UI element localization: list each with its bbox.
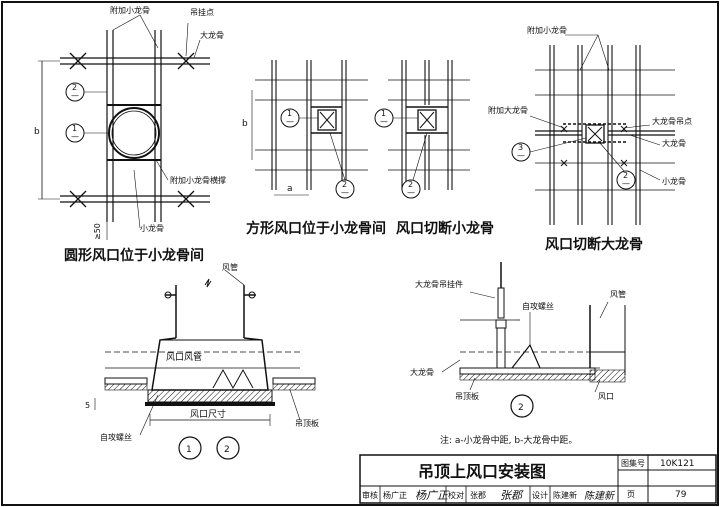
round-label-brace: 附加小龙骨横撑: [170, 175, 226, 185]
cut-main-label-minor-runner: 小龙骨: [662, 176, 686, 186]
review-label: 审核: [362, 490, 378, 500]
cut-minor-caption: 风口切断小龙骨: [396, 220, 494, 237]
check-label: 校对: [448, 490, 464, 500]
round-dim-50: ≥50: [93, 223, 102, 240]
svg-text:—: —: [341, 188, 349, 197]
cut-minor-callout-2: 2: [408, 180, 413, 189]
section-2: 大龙骨吊挂件 自攻螺丝 风管 大龙骨 吊顶板 风口 2: [410, 262, 626, 418]
svg-text:—: —: [622, 179, 630, 188]
detail-cut-minor: 1 — 2 — 风口切断小龙骨: [374, 60, 494, 237]
cut-main-callout-2: 2: [623, 171, 628, 180]
round-caption: 圆形风口位于小龙骨间: [64, 247, 204, 264]
section2-label-hanger-part: 大龙骨吊挂件: [415, 279, 463, 289]
detail-round-outlet: b ≥50 2 — 1 — 附加小龙骨 吊挂点 大龙骨 附加小龙骨横撑 小龙骨 …: [34, 5, 226, 264]
section1-label-outlet-duct: 风口风管: [166, 351, 202, 363]
square-callout-2: 2: [342, 180, 347, 189]
checker-signature: 张郡: [500, 489, 524, 502]
atlas-number: 10K121: [660, 459, 695, 469]
section1-callout-2: 2: [224, 445, 230, 455]
svg-text:—: —: [517, 151, 525, 160]
designer-name: 陈建新: [553, 490, 577, 500]
title-block: 吊顶上风口安装图 图集号 10K121 页 79 审核 杨广正 杨广正 校对 张…: [359, 454, 717, 504]
square-caption: 方形风口位于小龙骨间: [246, 220, 386, 237]
square-dim-b: b: [242, 119, 248, 129]
atlas-label: 图集号: [621, 458, 645, 468]
page-label: 页: [627, 490, 635, 499]
section1-callout-1: 1: [186, 445, 192, 455]
round-label-minor-runner: 小龙骨: [140, 223, 164, 233]
svg-text:—: —: [71, 132, 79, 141]
checker-name: 张郡: [470, 490, 486, 500]
detail-square-outlet: b a 1 — 2 — 方形风口位于小龙骨间: [242, 60, 386, 237]
section1-label-screw: 自攻螺丝: [100, 432, 132, 442]
cut-main-caption: 风口切断大龙骨: [545, 236, 643, 253]
section1-dim-outlet-size: 风口尺寸: [190, 408, 226, 420]
page-number: 79: [675, 490, 687, 500]
section2-label-outlet: 风口: [598, 392, 614, 401]
square-callout-1: 1: [287, 109, 292, 118]
cut-main-label-add-minor: 附加小龙骨: [527, 25, 567, 35]
section1-label-duct: 风管: [222, 262, 238, 272]
svg-text:—: —: [286, 117, 294, 126]
section2-label-main-runner: 大龙骨: [410, 367, 434, 377]
section2-callout-2: 2: [518, 403, 524, 413]
cut-main-label-add-main: 附加大龙骨: [488, 105, 528, 115]
section1-dim-5: 5: [85, 401, 90, 410]
cut-main-label-main-runner: 大龙骨: [662, 138, 686, 148]
square-dim-a: a: [287, 184, 293, 194]
cut-main-label-hanger: 大龙骨吊点: [652, 116, 692, 126]
designer-signature: 陈建新: [584, 490, 616, 502]
round-label-add-minor-runner: 附加小龙骨: [110, 5, 150, 15]
section2-label-duct: 风管: [610, 289, 626, 299]
round-callout-2: 2: [72, 83, 77, 92]
section2-label-screw: 自攻螺丝: [522, 301, 554, 311]
reviewer-name: 杨广正: [383, 490, 407, 500]
cut-minor-callout-1: 1: [381, 109, 386, 118]
note: 注: a-小龙骨中距, b-大龙骨中距。: [440, 434, 577, 446]
detail-cut-main: 附加小龙骨 附加大龙骨 大龙骨吊点 大龙骨 小龙骨 3 — 2 — 风口切断大龙…: [488, 25, 692, 253]
cut-main-callout-3: 3: [518, 143, 523, 152]
svg-text:—: —: [407, 188, 415, 197]
drawing-title: 吊顶上风口安装图: [418, 462, 546, 481]
round-dim-b: b: [34, 127, 40, 137]
svg-text:—: —: [380, 117, 388, 126]
section1-label-board: 吊顶板: [295, 418, 319, 428]
reviewer-signature: 杨广正: [415, 489, 450, 502]
section2-label-board: 吊顶板: [455, 391, 479, 401]
design-label: 设计: [532, 490, 548, 500]
svg-text:—: —: [71, 91, 79, 100]
section-1: 风管 风口风管 5 风口尺寸 自攻螺丝 吊顶板 1 2: [85, 262, 319, 460]
round-label-hanger-point: 吊挂点: [190, 7, 214, 17]
round-label-main-runner: 大龙骨: [200, 30, 224, 40]
round-callout-1: 1: [72, 124, 77, 133]
